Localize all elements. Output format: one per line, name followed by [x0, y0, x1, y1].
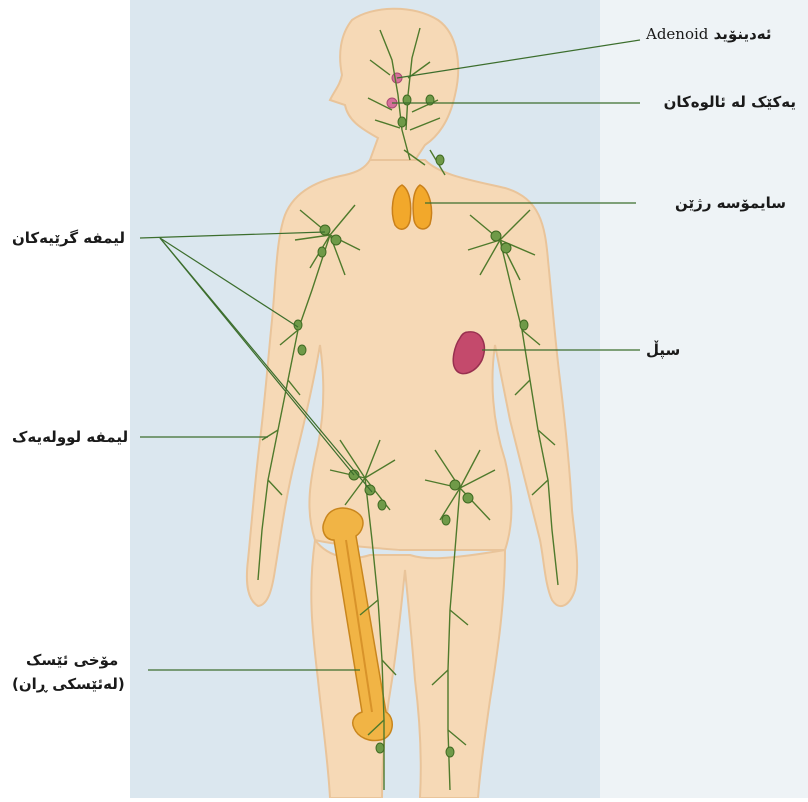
lymph-node [376, 743, 384, 753]
lymph-node [463, 493, 473, 503]
lymph-node [298, 345, 306, 355]
lymph-node [320, 225, 330, 235]
lymph-node [442, 515, 450, 525]
lymph-node [450, 480, 460, 490]
label-adenoid: Adenoid ئەدینۆید [646, 24, 772, 44]
lymph-node [398, 117, 406, 127]
lymph-node [378, 500, 386, 510]
lymph-node [436, 155, 444, 165]
label-tonsil: یەکێک لە ئالوەکان [664, 92, 796, 112]
lymph-node [491, 231, 501, 241]
lymph-node [331, 235, 341, 245]
label-spleen: سپڵ [646, 340, 680, 360]
lymph-node [446, 747, 454, 757]
label-bone-marrow-line2: (لەئێسکی ڕان) [12, 674, 125, 694]
background-panel-fade [600, 0, 808, 798]
label-lymph-nodes: لیمفە گرێیەکان [12, 228, 125, 248]
label-bone-marrow-line1: مۆخی ئێسک [26, 650, 118, 670]
lymph-node [318, 247, 326, 257]
label-lymph-vessel: لیمفە لوولەیەک [12, 427, 128, 447]
lymph-node [520, 320, 528, 330]
label-adenoid-kurdish: ئەدینۆید [714, 25, 772, 43]
lymph-node [501, 243, 511, 253]
label-thymus: سایمۆسە رژێن [675, 193, 786, 213]
label-adenoid-latin: Adenoid [646, 25, 708, 43]
